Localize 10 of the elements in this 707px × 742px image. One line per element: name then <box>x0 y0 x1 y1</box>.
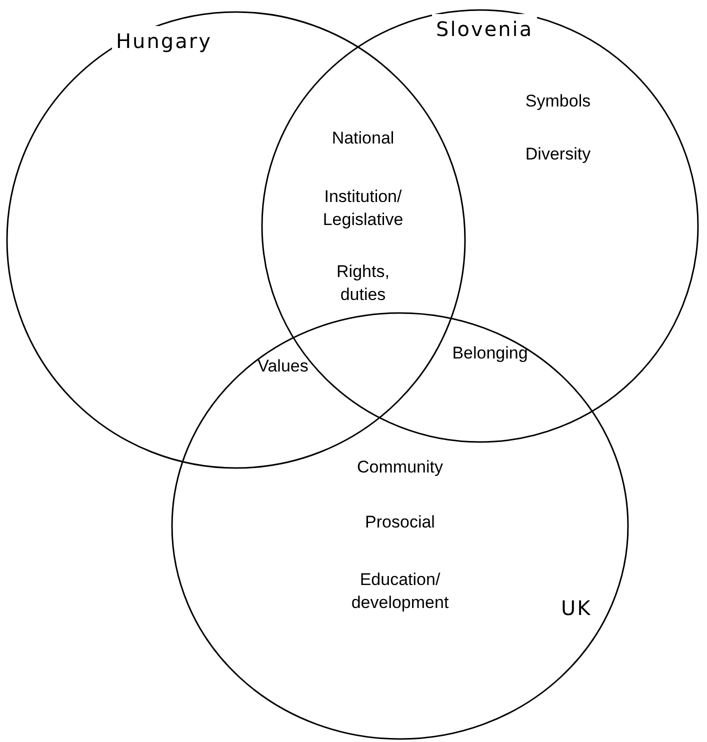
region-label: Institution/ Legislative <box>322 186 404 231</box>
region-label: Symbols <box>524 90 592 112</box>
region-label: National <box>330 128 396 150</box>
region-label: Rights, duties <box>336 261 390 306</box>
region-label: Education/ development <box>350 569 450 614</box>
region-label: Diversity <box>524 144 592 166</box>
region-label: Community <box>356 456 444 478</box>
region-label: Prosocial <box>364 512 436 534</box>
region-label: Belonging <box>451 342 529 364</box>
region-label: Values <box>256 356 310 378</box>
